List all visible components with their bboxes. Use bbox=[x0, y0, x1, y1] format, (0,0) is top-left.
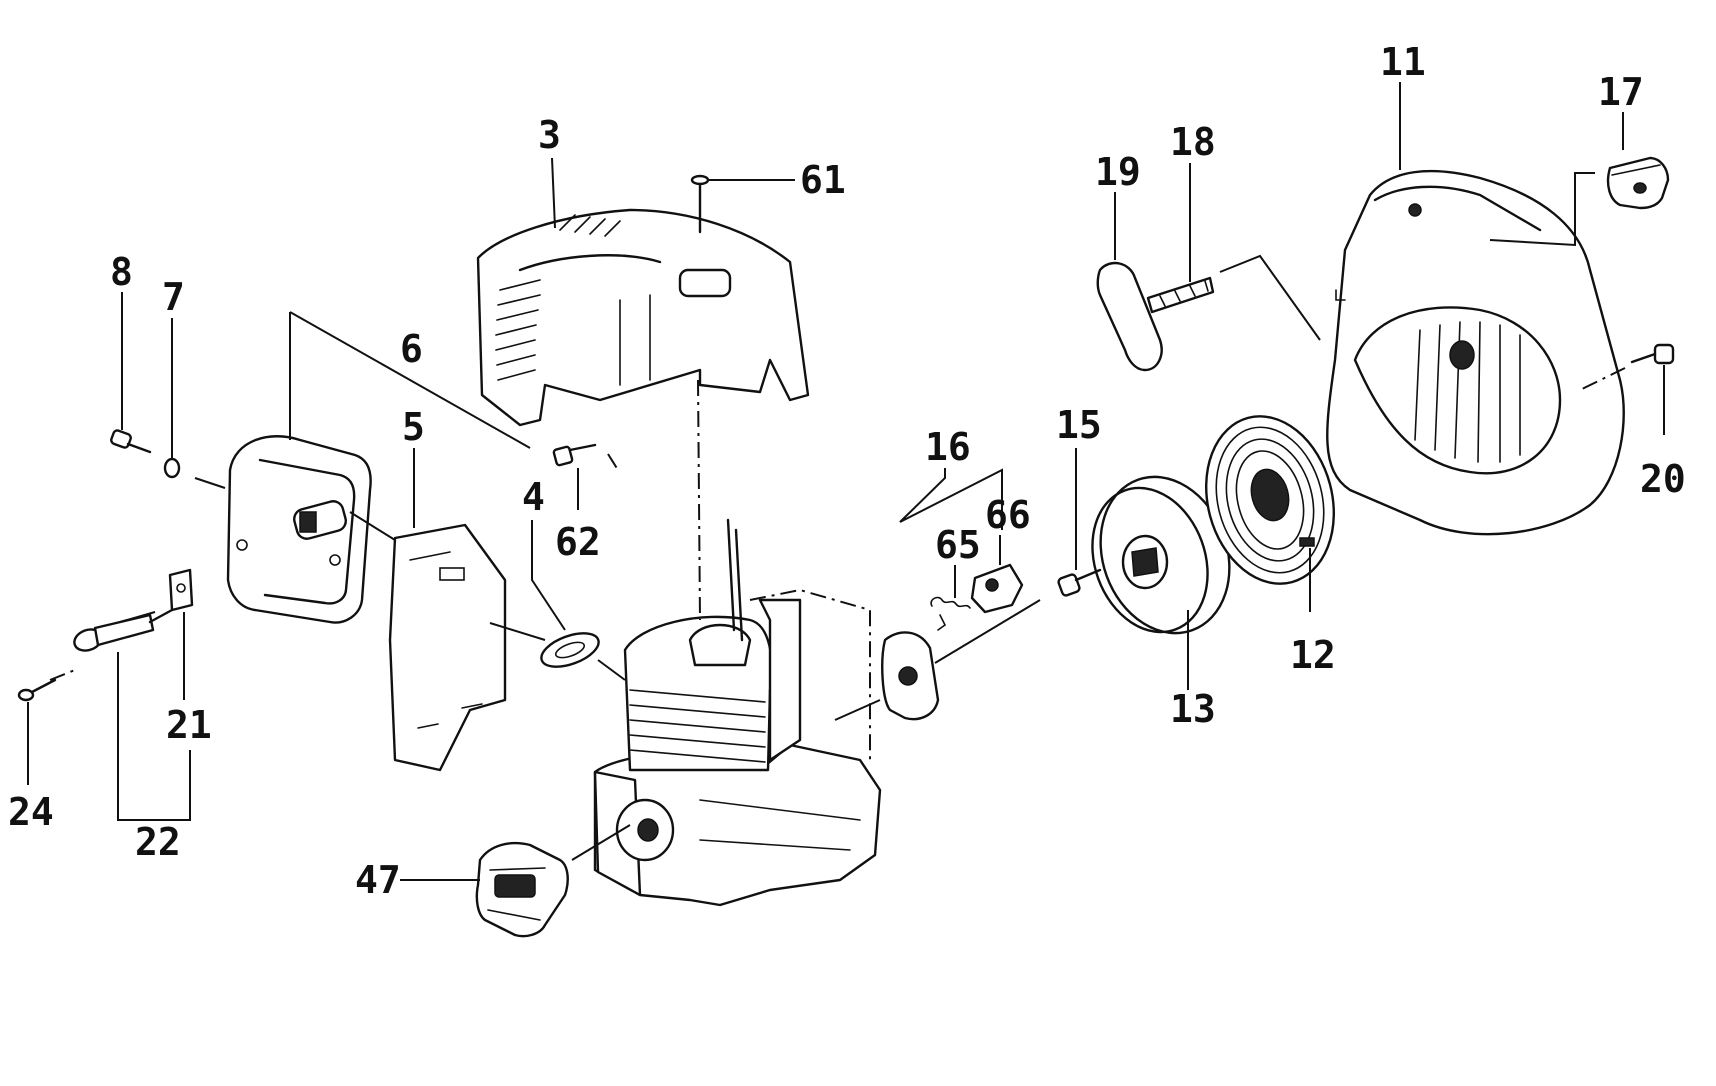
muffler-gasket-part bbox=[388, 523, 507, 772]
bolt-part bbox=[110, 429, 152, 454]
muffler-part bbox=[226, 435, 372, 624]
callout-3: 3 bbox=[538, 113, 561, 229]
starter-case-part bbox=[1326, 169, 1625, 536]
callout-12: 12 bbox=[1290, 548, 1336, 677]
starter-pulley-part bbox=[1091, 475, 1231, 635]
svg-text:19: 19 bbox=[1095, 150, 1141, 194]
callout-61: 61 bbox=[708, 158, 846, 202]
recoil-spring-part bbox=[1204, 415, 1336, 585]
cover-bolt-part bbox=[552, 443, 597, 467]
svg-text:24: 24 bbox=[8, 790, 54, 834]
svg-text:20: 20 bbox=[1640, 457, 1686, 501]
starter-pawl-plate-part bbox=[881, 631, 940, 721]
svg-text:22: 22 bbox=[135, 820, 181, 864]
svg-text:6: 6 bbox=[400, 327, 423, 371]
svg-text:21: 21 bbox=[166, 703, 212, 747]
case-bolt-part bbox=[1579, 343, 1675, 391]
callout-7: 7 bbox=[162, 275, 185, 458]
callout-62: 62 bbox=[555, 468, 601, 564]
washer-part bbox=[163, 457, 181, 479]
callout-21: 21 bbox=[166, 612, 212, 747]
svg-text:15: 15 bbox=[1056, 403, 1102, 447]
callout-20: 20 bbox=[1640, 365, 1686, 501]
callout-22: 22 bbox=[117, 652, 191, 864]
callout-5: 5 bbox=[402, 405, 425, 528]
svg-text:5: 5 bbox=[402, 405, 425, 449]
engine-block-part bbox=[593, 518, 882, 907]
callout-18: 18 bbox=[1170, 120, 1321, 341]
callout-6: 6 bbox=[289, 311, 531, 449]
callout-24: 24 bbox=[8, 702, 54, 834]
svg-text:47: 47 bbox=[355, 858, 401, 902]
screw-part bbox=[17, 678, 57, 702]
intake-insulator-part bbox=[475, 841, 569, 938]
svg-text:18: 18 bbox=[1170, 120, 1216, 164]
spring-part bbox=[930, 596, 971, 631]
assembly-lines bbox=[49, 379, 1041, 861]
case-knob-part bbox=[1606, 156, 1670, 210]
svg-text:7: 7 bbox=[162, 275, 185, 319]
svg-text:4: 4 bbox=[522, 475, 545, 519]
svg-text:17: 17 bbox=[1598, 70, 1644, 114]
pulley-screw-part bbox=[1057, 568, 1102, 597]
svg-text:12: 12 bbox=[1290, 633, 1336, 677]
svg-text:66: 66 bbox=[985, 493, 1031, 537]
svg-text:8: 8 bbox=[110, 250, 133, 294]
callout-47: 47 bbox=[355, 858, 480, 902]
svg-text:62: 62 bbox=[555, 520, 601, 564]
svg-text:61: 61 bbox=[800, 158, 846, 202]
callout-15: 15 bbox=[1056, 403, 1102, 570]
exhaust-pipe-part bbox=[73, 608, 174, 652]
callout-19: 19 bbox=[1095, 150, 1141, 260]
svg-text:16: 16 bbox=[925, 425, 971, 469]
callout-65: 65 bbox=[935, 523, 981, 598]
rope-part bbox=[1146, 276, 1215, 314]
svg-text:65: 65 bbox=[935, 523, 981, 567]
flange-part bbox=[168, 568, 194, 612]
pawl-part bbox=[970, 563, 1024, 614]
starter-handle-part bbox=[1096, 261, 1163, 372]
callout-13: 13 bbox=[1170, 610, 1216, 731]
svg-text:3: 3 bbox=[538, 113, 561, 157]
pin-part bbox=[690, 174, 710, 234]
engine-cover-part bbox=[476, 208, 810, 427]
svg-text:13: 13 bbox=[1170, 687, 1216, 731]
svg-text:11: 11 bbox=[1380, 40, 1426, 84]
callout-16: 16 bbox=[899, 425, 1003, 530]
exhaust-gasket-part bbox=[540, 632, 600, 668]
callout-4: 4 bbox=[522, 475, 566, 631]
callout-66: 66 bbox=[985, 493, 1031, 565]
callout-11: 11 bbox=[1380, 40, 1426, 170]
callout-17: 17 bbox=[1489, 70, 1644, 247]
callout-8: 8 bbox=[110, 250, 133, 430]
